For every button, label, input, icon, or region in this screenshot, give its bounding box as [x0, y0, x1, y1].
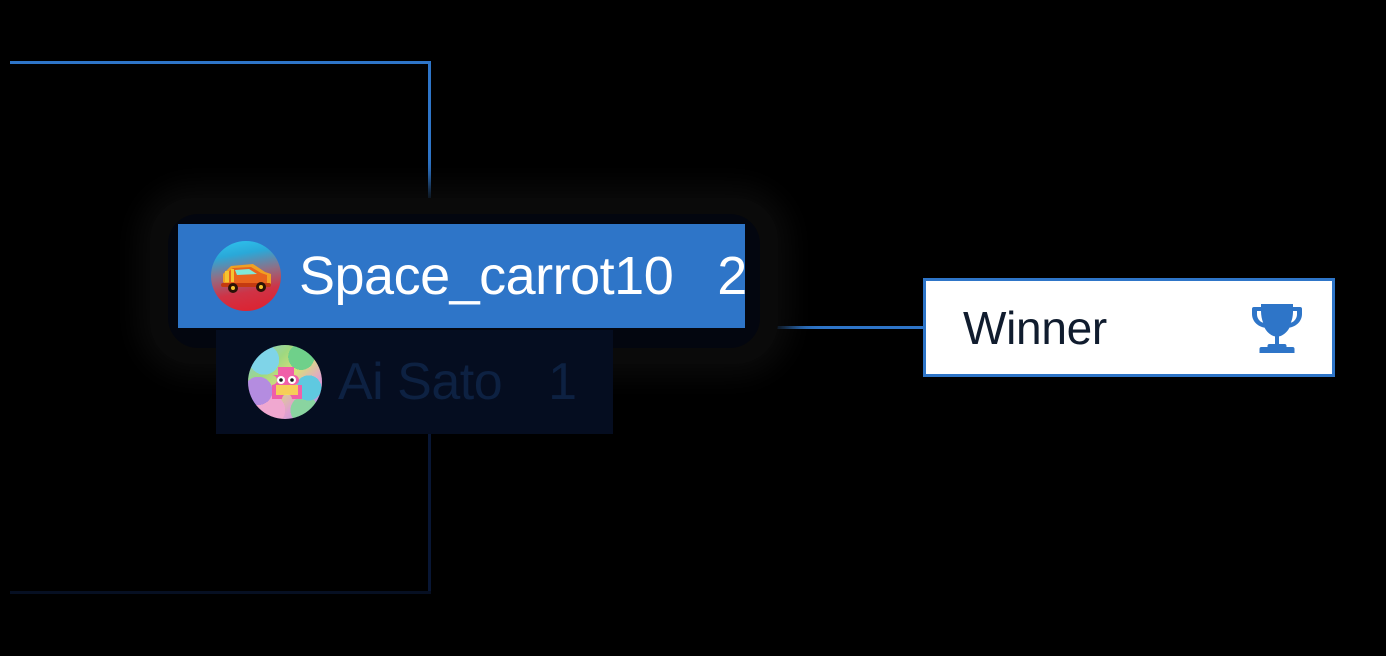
winner-label: Winner [963, 301, 1107, 354]
puzzle-avatar-icon [248, 345, 322, 419]
car-avatar-icon [211, 241, 281, 311]
annotation-rect-right-upper [428, 61, 431, 227]
winner-callout: Winner [923, 278, 1335, 377]
winner-connector-line [744, 326, 924, 329]
leaderboard-row-1-score: 2 [717, 246, 748, 306]
leaderboard-row-1-name: Space_carrot10 [299, 246, 674, 306]
annotation-rect-right-lower [428, 430, 431, 594]
leaderboard-row-2-name: Ai Sato [338, 353, 503, 411]
leaderboard-row-1[interactable]: Space_carrot10 2 [178, 224, 748, 328]
leaderboard-row-2[interactable]: Ai Sato 1 [216, 330, 613, 434]
leaderboard-row-2-score: 1 [548, 353, 578, 411]
annotation-rect-top-edge [10, 61, 431, 64]
leaderboard: Space_carrot10 2 Ai Sato 1 [178, 224, 748, 434]
annotation-rect-bottom-edge [10, 591, 431, 594]
trophy-icon [1252, 303, 1302, 353]
